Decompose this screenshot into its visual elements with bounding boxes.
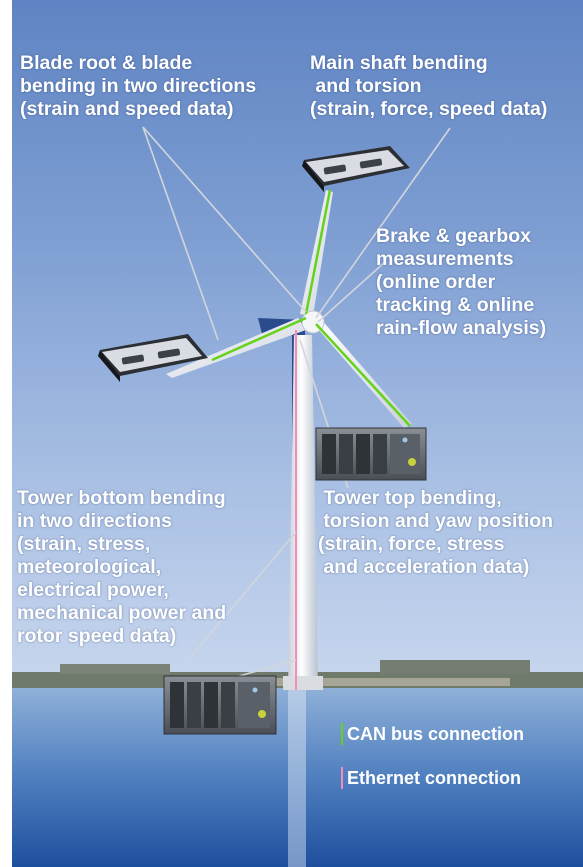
tower-bottom-line-7: rotor speed data)	[17, 625, 177, 647]
brake-gearbox-line-4: tracking & online	[376, 294, 535, 316]
blade-root-label: Blade root & blade bending in two direct…	[20, 52, 256, 121]
daq-module-left	[98, 334, 208, 382]
brake-gearbox-line-1: Brake & gearbox	[376, 225, 531, 247]
main-shaft-label: Main shaft bending and torsion (strain, …	[310, 52, 547, 121]
tower-bottom-line-2: in two directions	[17, 510, 172, 532]
tower-base	[283, 676, 323, 690]
brake-gearbox-line-3: (online order	[376, 271, 496, 293]
pointer-tower-bottom-to-tower	[189, 531, 297, 659]
brake-gearbox-label: Brake & gearbox measurements (online ord…	[376, 225, 546, 340]
tower-top-line-4: and acceleration data)	[318, 556, 530, 578]
legend-ethernet: Ethernet connection	[341, 767, 521, 789]
pointer-blade-root-to-hub	[142, 126, 307, 313]
tower-bottom-line-3: (strain, stress,	[17, 533, 151, 555]
blade-root-line-1: Blade root & blade	[20, 52, 193, 74]
tower-bottom-label: Tower bottom bending in two directions (…	[17, 487, 226, 648]
pointer-shaft-to-hub	[315, 127, 451, 319]
white-left-margin	[0, 0, 12, 867]
pointer-brake-to-hub	[317, 261, 386, 323]
rack-module-tower-bottom	[163, 675, 277, 735]
tower-bottom-line-4: meteorological,	[17, 556, 162, 578]
tower-top-line-3: (strain, force, stress	[318, 533, 505, 555]
daq-module-top	[302, 146, 410, 192]
blade-root-line-2: bending in two directions	[20, 75, 257, 97]
can-line-right-blade	[315, 323, 411, 427]
tower-top-line-1: Tower top bending,	[318, 487, 502, 509]
main-shaft-line-1: Main shaft bending	[310, 52, 488, 74]
tower-bottom-line-5: electrical power,	[17, 579, 169, 601]
brake-gearbox-line-2: measurements	[376, 248, 514, 270]
blade-root-line-3: (strain and speed data)	[20, 98, 234, 120]
can-line-left-blade	[211, 316, 307, 362]
main-shaft-line-2: and torsion	[310, 75, 422, 97]
can-line-upper-blade	[304, 189, 332, 315]
tower-top-label: Tower top bending, torsion and yaw posit…	[318, 487, 553, 579]
tower-top-line-2: torsion and yaw position	[318, 510, 554, 532]
tower-bottom-line-1: Tower bottom bending	[17, 487, 226, 509]
brake-gearbox-line-5: rain-flow analysis)	[376, 317, 547, 339]
main-shaft-line-3: (strain, force, speed data)	[310, 98, 548, 120]
pier	[250, 678, 510, 686]
rack-module-tower-top	[315, 427, 427, 481]
tower-bottom-line-6: mechanical power and	[17, 602, 227, 624]
legend-can-bus: CAN bus connection	[341, 723, 524, 745]
shore-buildings-right	[380, 660, 530, 674]
water	[12, 688, 583, 867]
pointer-blade-root-to-left-blade	[142, 126, 219, 341]
shore-buildings	[60, 664, 170, 674]
water-reflection	[288, 688, 306, 867]
